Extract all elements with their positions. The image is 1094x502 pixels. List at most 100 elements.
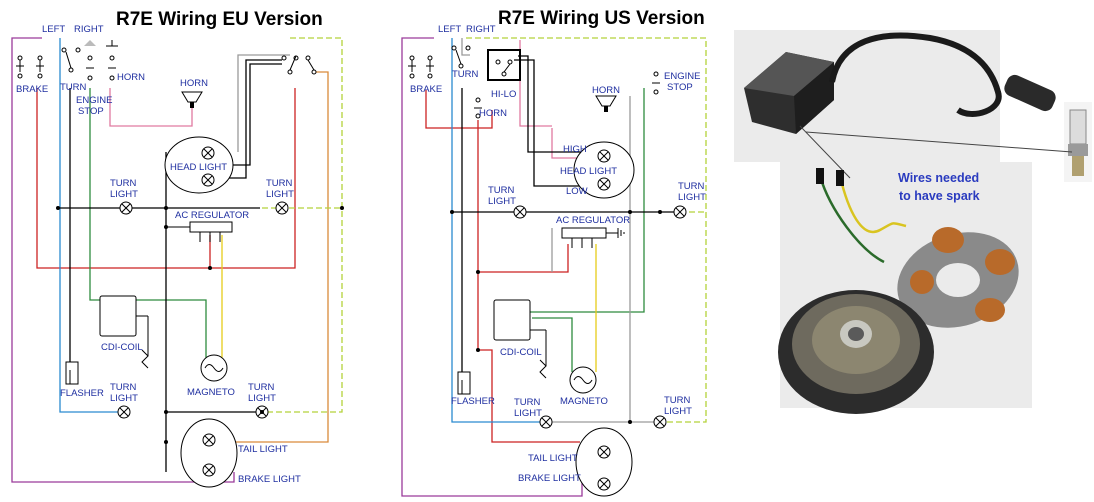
eu-purple-wire	[11, 37, 235, 483]
stator-cdi-photo: Wires needed to have spark	[734, 30, 1092, 414]
ht-lead	[829, 32, 1002, 117]
photo-note-line-1: Wires needed	[898, 171, 979, 185]
us-cdi-coil-label: CDI-COIL	[500, 347, 542, 358]
eu-tail-light	[180, 418, 238, 488]
us-tail-light-label: TAIL LIGHT	[528, 453, 578, 464]
eu-turn-label: TURN	[60, 82, 87, 93]
eu-turn-light-rear-left-l1: TURN	[110, 382, 137, 393]
eu-ac-regulator-label: AC REGULATOR	[175, 210, 249, 221]
us-hi-lo-label: HI-LO	[491, 89, 516, 100]
eu-headlight-feed-2	[220, 63, 282, 166]
eu-brake-switch	[16, 55, 44, 79]
eu-turn-light-right-l2: LIGHT	[266, 189, 294, 200]
us-turn-light-rear-left-l1: TURN	[514, 397, 541, 408]
us-turn-light-rear-right-l1: TURN	[664, 395, 691, 406]
us-pink-wire	[551, 128, 582, 159]
eu-junction-dots	[56, 206, 344, 444]
us-head-light-label: HEAD LIGHT	[560, 166, 617, 177]
us-green-wire-2	[530, 88, 645, 313]
us-turn-light-right-l1: TURN	[678, 181, 705, 192]
us-cdi-coil	[493, 299, 547, 379]
us-brake-light-label: BRAKE LIGHT	[518, 473, 581, 484]
pointer-line-1	[805, 131, 1073, 153]
us-turn-label: TURN	[452, 69, 479, 80]
eu-blue-wire	[59, 38, 124, 413]
eu-turn-light-front-left	[119, 201, 133, 215]
eu-flasher-label: FLASHER	[60, 388, 104, 399]
us-high-label: HIGH	[563, 144, 587, 155]
photo-note-line-2: to have spark	[899, 189, 980, 203]
plug-cap	[1004, 74, 1056, 112]
us-wiring-diagram: R7E Wiring US Version	[401, 8, 707, 497]
eu-cdi-coil	[99, 295, 149, 369]
us-brake-label: BRAKE	[410, 84, 442, 95]
us-title: R7E Wiring US Version	[498, 8, 705, 29]
eu-cdi-coil-label: CDI-COIL	[101, 342, 143, 353]
eu-turn-light-rear-left	[117, 405, 131, 419]
eu-turn-light-rear-right-l2: LIGHT	[248, 393, 276, 404]
us-stop-label: STOP	[667, 82, 693, 93]
eu-brake-label: BRAKE	[16, 84, 48, 95]
us-turn-light-rear-right	[653, 415, 667, 429]
us-junction-dots	[450, 210, 662, 424]
eu-headlight	[164, 136, 234, 194]
us-magneto	[569, 366, 597, 394]
us-flasher-label: FLASHER	[451, 396, 495, 407]
us-green-wire	[532, 317, 573, 372]
us-turn-light-rear-left	[539, 415, 553, 429]
connector-1	[816, 168, 824, 184]
us-low-wire	[514, 59, 590, 187]
us-horn-label: HORN	[592, 85, 620, 96]
us-low-label: LOW	[566, 186, 588, 197]
eu-turn-light-right-l1: TURN	[266, 178, 293, 189]
eu-turn-light-rear-left-l2: LIGHT	[110, 393, 138, 404]
us-magneto-label: MAGNETO	[560, 396, 608, 407]
us-brake-switch	[408, 55, 434, 79]
us-ac-regulator-label: AC REGULATOR	[556, 215, 630, 226]
us-flasher	[457, 371, 471, 395]
us-high-wire	[518, 55, 590, 153]
us-tail-light	[575, 427, 633, 497]
us-engine-stop-switch	[652, 71, 660, 95]
eu-turn-switch	[61, 47, 81, 73]
eu-right-label: RIGHT	[74, 24, 104, 35]
eu-magneto	[200, 354, 228, 382]
us-turn-light-front-left	[513, 205, 527, 219]
pointer-line-2	[799, 125, 851, 179]
us-red-wire	[425, 90, 493, 129]
stator	[897, 227, 1019, 328]
eu-dashed-wire	[262, 37, 343, 413]
eu-horn-switch-label: HORN	[117, 72, 145, 83]
us-dashed-wire	[466, 37, 707, 423]
us-turn-light-left-l1: TURN	[488, 185, 515, 196]
eu-head-light-label: HEAD LIGHT	[170, 162, 227, 173]
eu-turn-light-rear-right-l1: TURN	[248, 382, 275, 393]
us-pink-wire-2	[519, 40, 552, 127]
us-turn-light-left-l2: LIGHT	[488, 196, 516, 207]
us-headlight	[573, 141, 635, 199]
cdi-unit	[744, 52, 834, 134]
us-purple-wire	[401, 37, 583, 497]
eu-stop-label: STOP	[78, 106, 104, 117]
eu-red-wire-2	[210, 88, 296, 269]
eu-brake-light-label: BRAKE LIGHT	[238, 474, 301, 485]
eu-light-switch	[281, 55, 317, 75]
eu-turn-light-front-right	[275, 201, 289, 215]
us-hi-lo-switch	[487, 49, 521, 81]
eu-horn-switch	[106, 40, 118, 81]
eu-tail-light-label: TAIL LIGHT	[238, 444, 288, 455]
eu-ac-regulator	[166, 221, 233, 242]
eu-green-wire	[89, 88, 207, 358]
us-turn-light-right-l2: LIGHT	[678, 192, 706, 203]
us-horn-switch	[474, 97, 482, 119]
us-ac-regulator	[561, 227, 625, 248]
eu-engine-label: ENGINE	[76, 95, 112, 106]
eu-gray-wire	[237, 54, 290, 152]
us-gray-wire-3	[629, 96, 632, 423]
us-left-label: LEFT	[438, 24, 461, 35]
eu-turn-light-left-l2: LIGHT	[110, 189, 138, 200]
eu-turn-light-left-l1: TURN	[110, 178, 137, 189]
us-turn-switch	[451, 45, 471, 69]
us-horn-switch-label: HORN	[479, 108, 507, 119]
